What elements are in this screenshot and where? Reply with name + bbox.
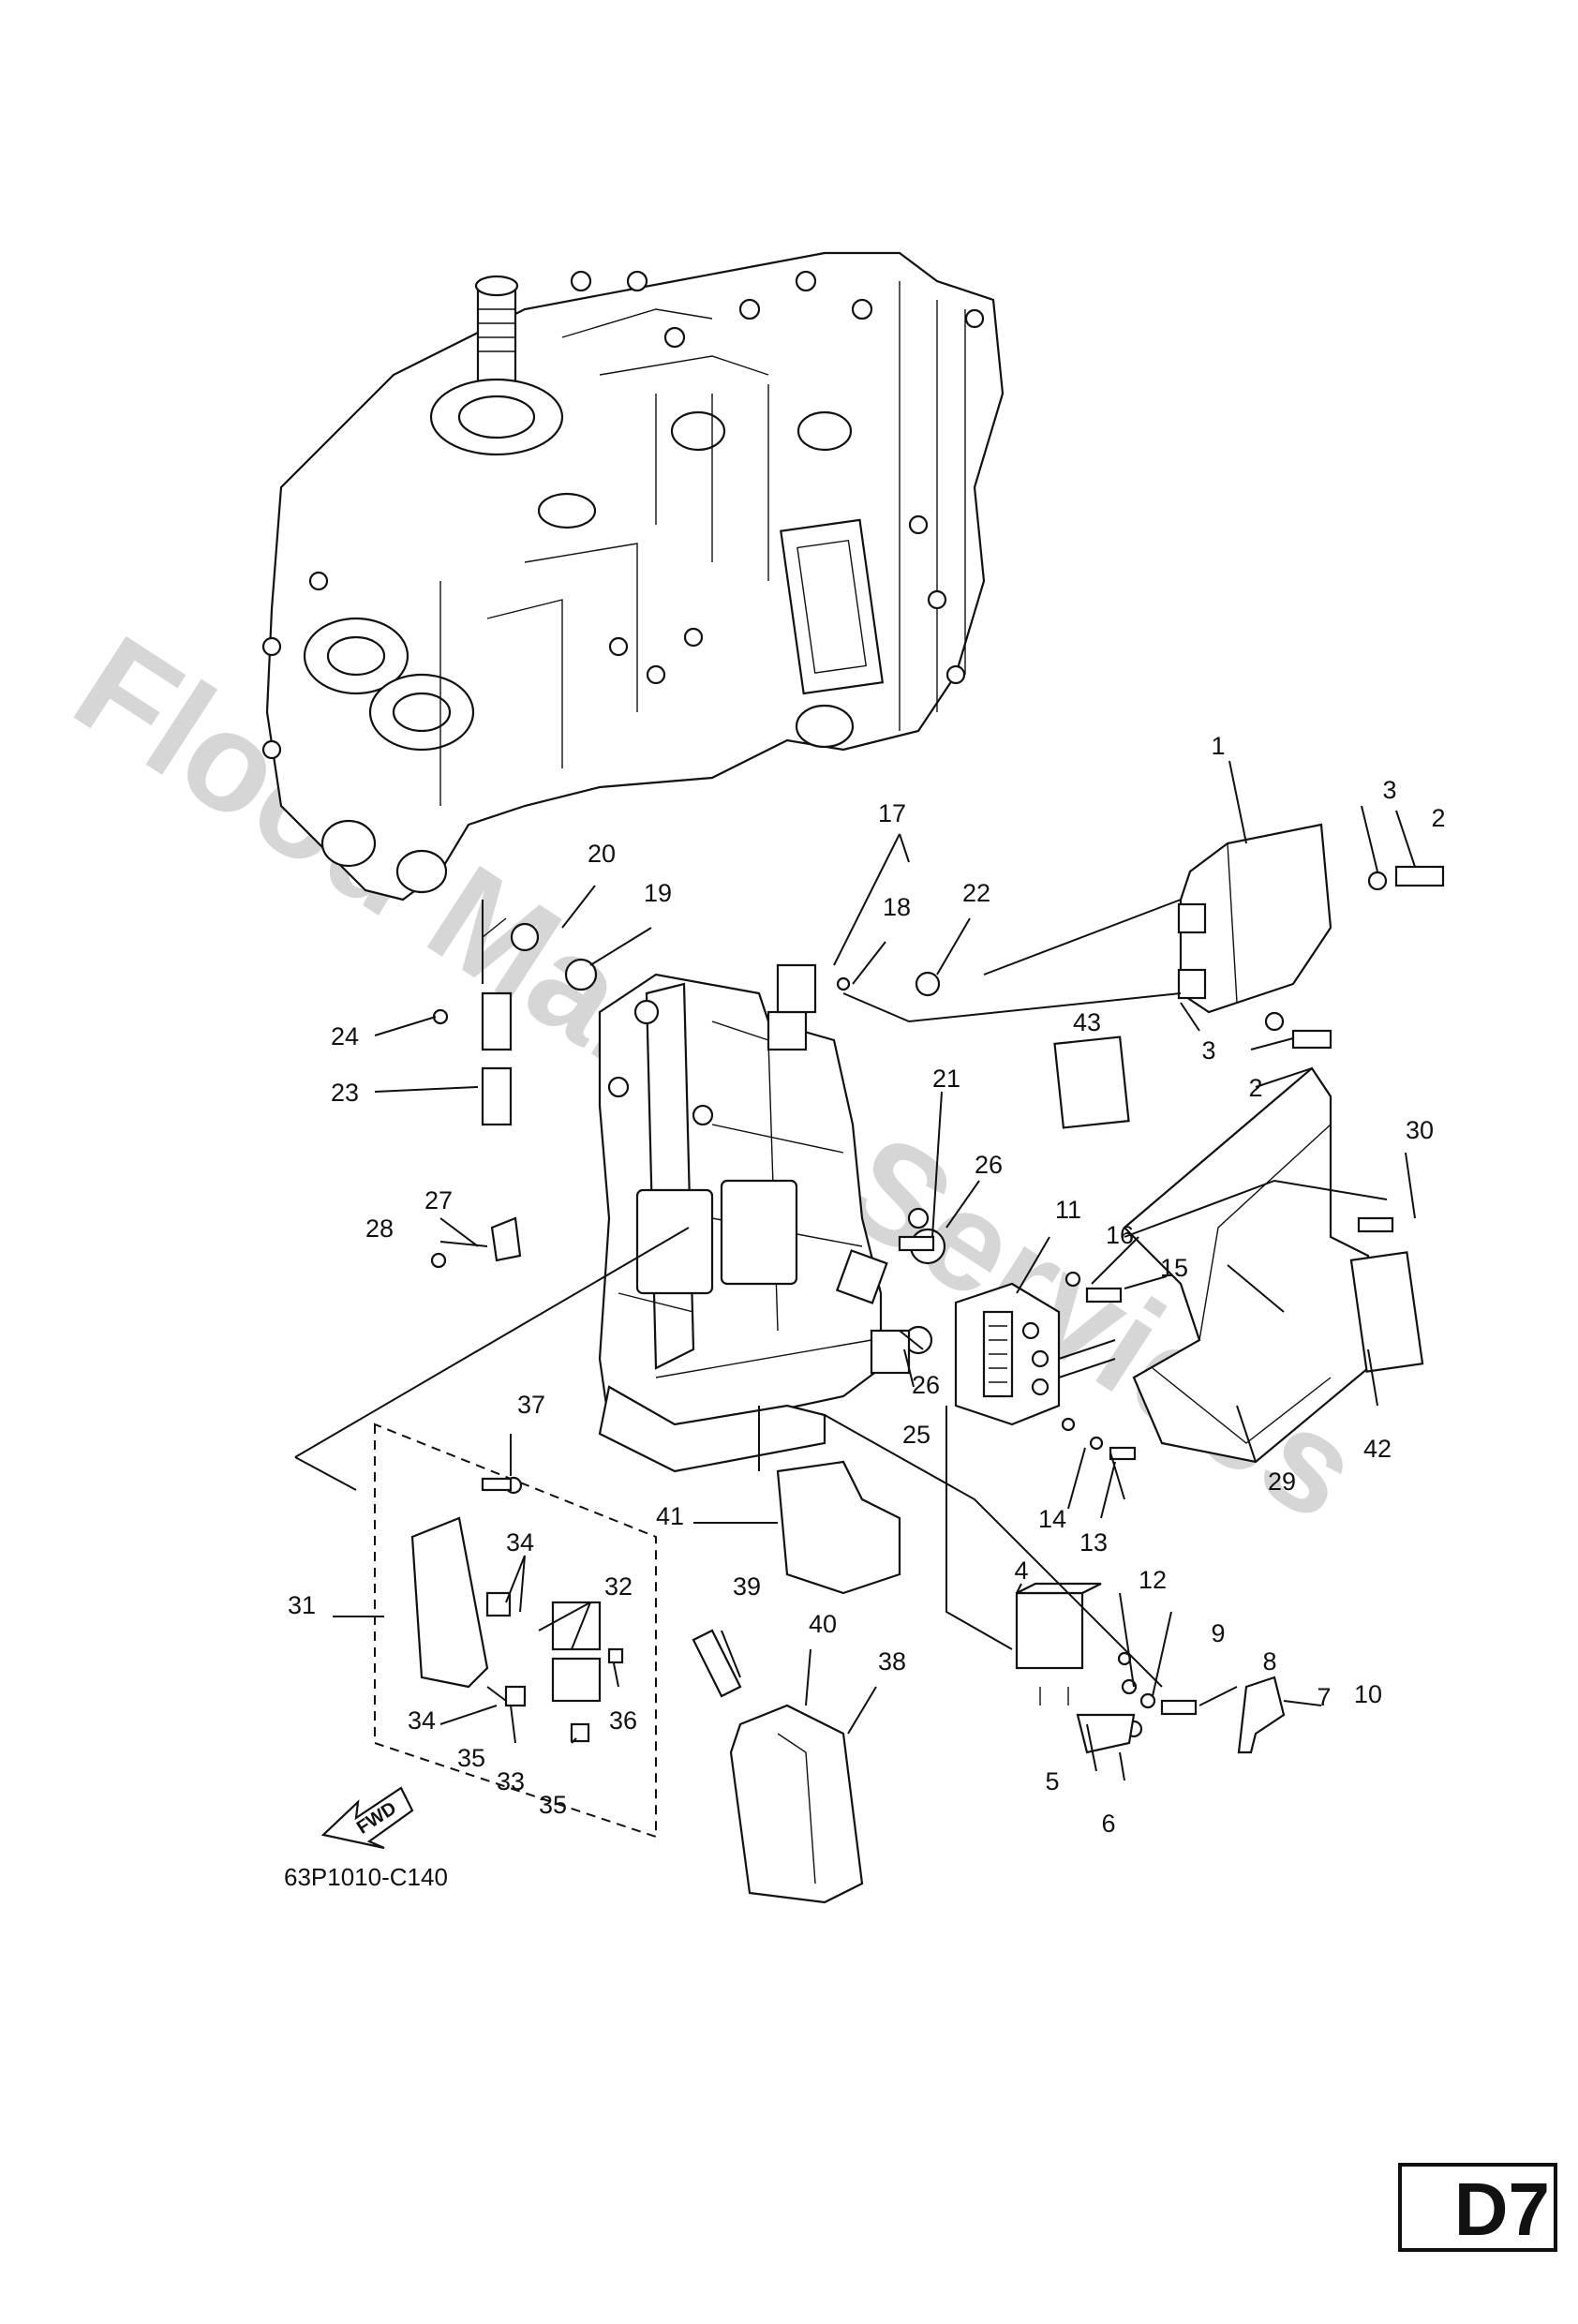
callout-33: 33 [497,1767,525,1795]
page-code: D7 [1453,2168,1550,2251]
callout-40: 40 [809,1610,837,1638]
part-bracket-assembly [410,1516,602,1743]
callout-14: 14 [1038,1505,1066,1533]
callout-21: 21 [932,1065,960,1093]
callout-15: 15 [1160,1254,1188,1282]
callout-10: 10 [1354,1680,1382,1708]
callout-31: 31 [288,1591,316,1619]
callout-42: 42 [1363,1435,1392,1463]
callout-27: 27 [424,1186,453,1214]
page-code-badge: D7 [1398,2163,1557,2252]
callout-29: 29 [1268,1467,1296,1496]
callout-18: 18 [883,893,911,921]
callout-1: 1 [1211,732,1225,760]
callout-17: 17 [878,799,906,827]
leader-lines [294,760,1416,1781]
part-ecu [1177,823,1332,1014]
callout-13: 13 [1079,1528,1108,1557]
callout-2: 2 [1248,1074,1262,1102]
callout-labels: 1 2 3 2 3 4 5 6 7 8 9 10 11 12 13 14 15 … [288,732,1446,1838]
callout-22: 22 [962,879,990,907]
callout-7: 7 [1317,1683,1331,1711]
callout-26: 26 [912,1371,940,1399]
callout-36: 36 [609,1706,637,1735]
part-rectifier-regulator [954,1282,1116,1426]
callout-26: 26 [975,1151,1003,1179]
sub-assembly-frame [374,1423,657,1839]
callout-20: 20 [588,840,616,868]
callout-11: 11 [1055,1196,1081,1224]
callout-43: 43 [1073,1008,1101,1036]
callout-19: 19 [644,879,672,907]
callout-41: 41 [656,1502,684,1530]
callout-37: 37 [517,1391,545,1419]
part-cover-plate [1123,1066,1370,1464]
fwd-arrow-icon: FWD [320,1786,414,1850]
callout-35: 35 [539,1791,567,1819]
callout-6: 6 [1101,1810,1115,1838]
callout-32: 32 [604,1572,633,1601]
callout-2: 2 [1431,804,1445,832]
callout-8: 8 [1262,1647,1276,1676]
callout-35: 35 [457,1744,485,1772]
callout-38: 38 [878,1647,906,1676]
callout-4: 4 [1014,1557,1028,1585]
part-box [729,1704,864,1904]
engine-block-illustration [261,251,1005,939]
callout-28: 28 [365,1214,394,1243]
electrical-bracket-illustration [598,963,888,1473]
callout-5: 5 [1045,1767,1059,1795]
callout-3: 3 [1201,1036,1215,1065]
callout-12: 12 [1139,1566,1167,1594]
part-label-43 [1053,1035,1130,1129]
callout-34: 34 [408,1706,436,1735]
part-relay [1015,1582,1102,1706]
callout-23: 23 [331,1079,359,1107]
small-hardware [430,865,1445,1754]
callout-34: 34 [506,1528,534,1557]
callout-25: 25 [902,1421,930,1449]
callout-16: 16 [1106,1221,1134,1249]
callout-24: 24 [331,1022,359,1050]
callout-9: 9 [1211,1619,1225,1647]
callout-3: 3 [1382,776,1396,804]
callout-30: 30 [1406,1116,1434,1144]
part-housing [776,1460,901,1595]
diagram-code: 63P1010-C140 [284,1863,448,1891]
part-label-42 [1349,1251,1424,1373]
callout-39: 39 [733,1572,761,1601]
